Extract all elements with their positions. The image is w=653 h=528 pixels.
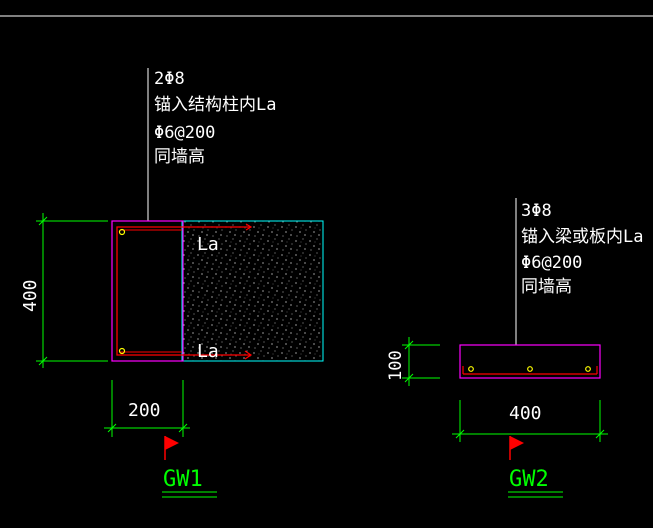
gw2-rebar-dot-1 — [468, 366, 474, 372]
gw1-la-label-top: La — [197, 234, 219, 255]
gw2-annotation-line-3: Φ6@200 — [521, 253, 582, 273]
gw2-wall-outline — [459, 344, 601, 379]
gw1-wall-outline — [111, 220, 184, 362]
gw2-rebar-dot-3 — [585, 366, 591, 372]
gw1-label: GW1 — [163, 467, 203, 492]
gw2-height-dimension — [402, 337, 440, 386]
gw2-section: 3Φ8 锚入梁或板内La Φ6@200 同墙高 100 400 — [386, 198, 643, 498]
gw2-annotation-line-4: 同墙高 — [521, 277, 572, 297]
gw1-rebar-hook-bottom — [244, 350, 253, 360]
gw2-label: GW2 — [509, 467, 549, 492]
gw1-flag-icon — [165, 436, 179, 450]
gw1-rebar-stirrup — [116, 226, 250, 356]
gw1-annotation-line-2: 锚入结构柱内La — [154, 95, 276, 115]
gw2-width-dim-text: 400 — [509, 403, 542, 424]
gw1-la-label-bottom: La — [197, 341, 219, 362]
gw1-rebar-dot-top — [118, 228, 126, 236]
gw1-annotation-line-1: 2Φ8 — [154, 69, 185, 89]
gw1-width-dim-text: 200 — [128, 400, 161, 421]
gw2-flag-icon — [510, 436, 524, 450]
gw1-rebar-dot-bottom — [118, 347, 126, 355]
gw1-rebar-hook-top — [245, 223, 253, 231]
gw1-column-hatch — [181, 220, 324, 362]
gw2-height-dim-text: 100 — [386, 350, 406, 381]
gw2-annotation-line-1: 3Φ8 — [521, 201, 552, 221]
gw2-annotation-line-2: 锚入梁或板内La — [521, 227, 643, 247]
gw1-annotation-line-3: Φ6@200 — [154, 123, 215, 143]
gw1-section: 2Φ8 锚入结构柱内La Φ6@200 同墙高 La La 400 — [20, 68, 324, 498]
gw1-annotation-line-4: 同墙高 — [154, 147, 205, 167]
gw1-width-dimension — [104, 380, 190, 437]
gw2-width-dimension — [452, 400, 608, 442]
gw2-rebar-dot-2 — [527, 366, 533, 372]
gw1-height-dim-text: 400 — [20, 279, 41, 312]
gw1-height-dimension — [36, 213, 108, 368]
